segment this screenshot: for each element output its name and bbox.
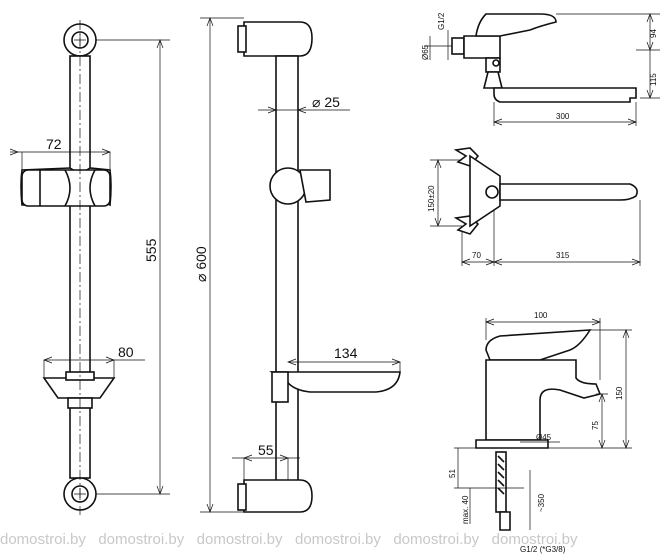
dim-max-thickness: max. 40 xyxy=(461,495,470,524)
dim-connections: G1/2 (*G3/8) xyxy=(520,545,566,554)
dim-dish-depth: 134 xyxy=(334,345,358,361)
watermark-text: domostroi.by xyxy=(393,531,480,548)
dim-tube-diameter: ⌀ 25 xyxy=(312,94,340,110)
dim-offset: 70 xyxy=(472,251,481,260)
basin-mixer-view: 100 150 75 Ø45 51 max. 40 ~350 G1/2 (*G3… xyxy=(448,311,632,554)
watermark-text: domostroi.by xyxy=(98,531,185,548)
dim-soap-dish-width: 80 xyxy=(118,344,134,360)
dim-wall-offset: 55 xyxy=(258,442,274,458)
dim-total-height: ⌀ 600 xyxy=(193,246,209,282)
dim-rail-length: 555 xyxy=(143,238,159,262)
dim-flange: Ø65 xyxy=(421,44,430,60)
dim-spout-height-basin: 75 xyxy=(591,421,600,430)
watermark-text: domostroi.by xyxy=(196,531,283,548)
bath-mixer-side-view: Ø65 G1/2 94 115 300 xyxy=(421,12,660,126)
bath-mixer-top-view: 150±20 70 315 xyxy=(427,147,641,266)
dim-holder-width: 72 xyxy=(46,136,62,152)
dim-hose-length: ~350 xyxy=(537,493,546,512)
watermark-text: domostroi.by xyxy=(491,531,578,548)
dim-handle-height: 94 xyxy=(649,29,658,38)
watermark-strip: domostroi.by domostroi.by domostroi.by d… xyxy=(0,521,666,559)
dim-spout-length: 300 xyxy=(556,112,570,121)
dim-thread: G1/2 xyxy=(437,12,446,30)
dim-centres: 150±20 xyxy=(427,185,436,212)
dim-depth: 100 xyxy=(534,311,548,320)
dim-spout-length-top: 315 xyxy=(556,251,570,260)
dim-base: Ø45 xyxy=(536,433,552,442)
shower-rail-side-view: ⌀ 600 ⌀ 25 134 55 xyxy=(193,17,401,513)
dim-total-height-basin: 150 xyxy=(615,386,624,400)
shower-rail-front-view: 72 80 555 xyxy=(9,20,170,515)
watermark-text: domostroi.by xyxy=(294,531,381,548)
dim-thread-length: 51 xyxy=(448,469,457,478)
watermark-text: domostroi.by xyxy=(0,531,86,548)
dim-spout-height: 115 xyxy=(649,73,658,86)
